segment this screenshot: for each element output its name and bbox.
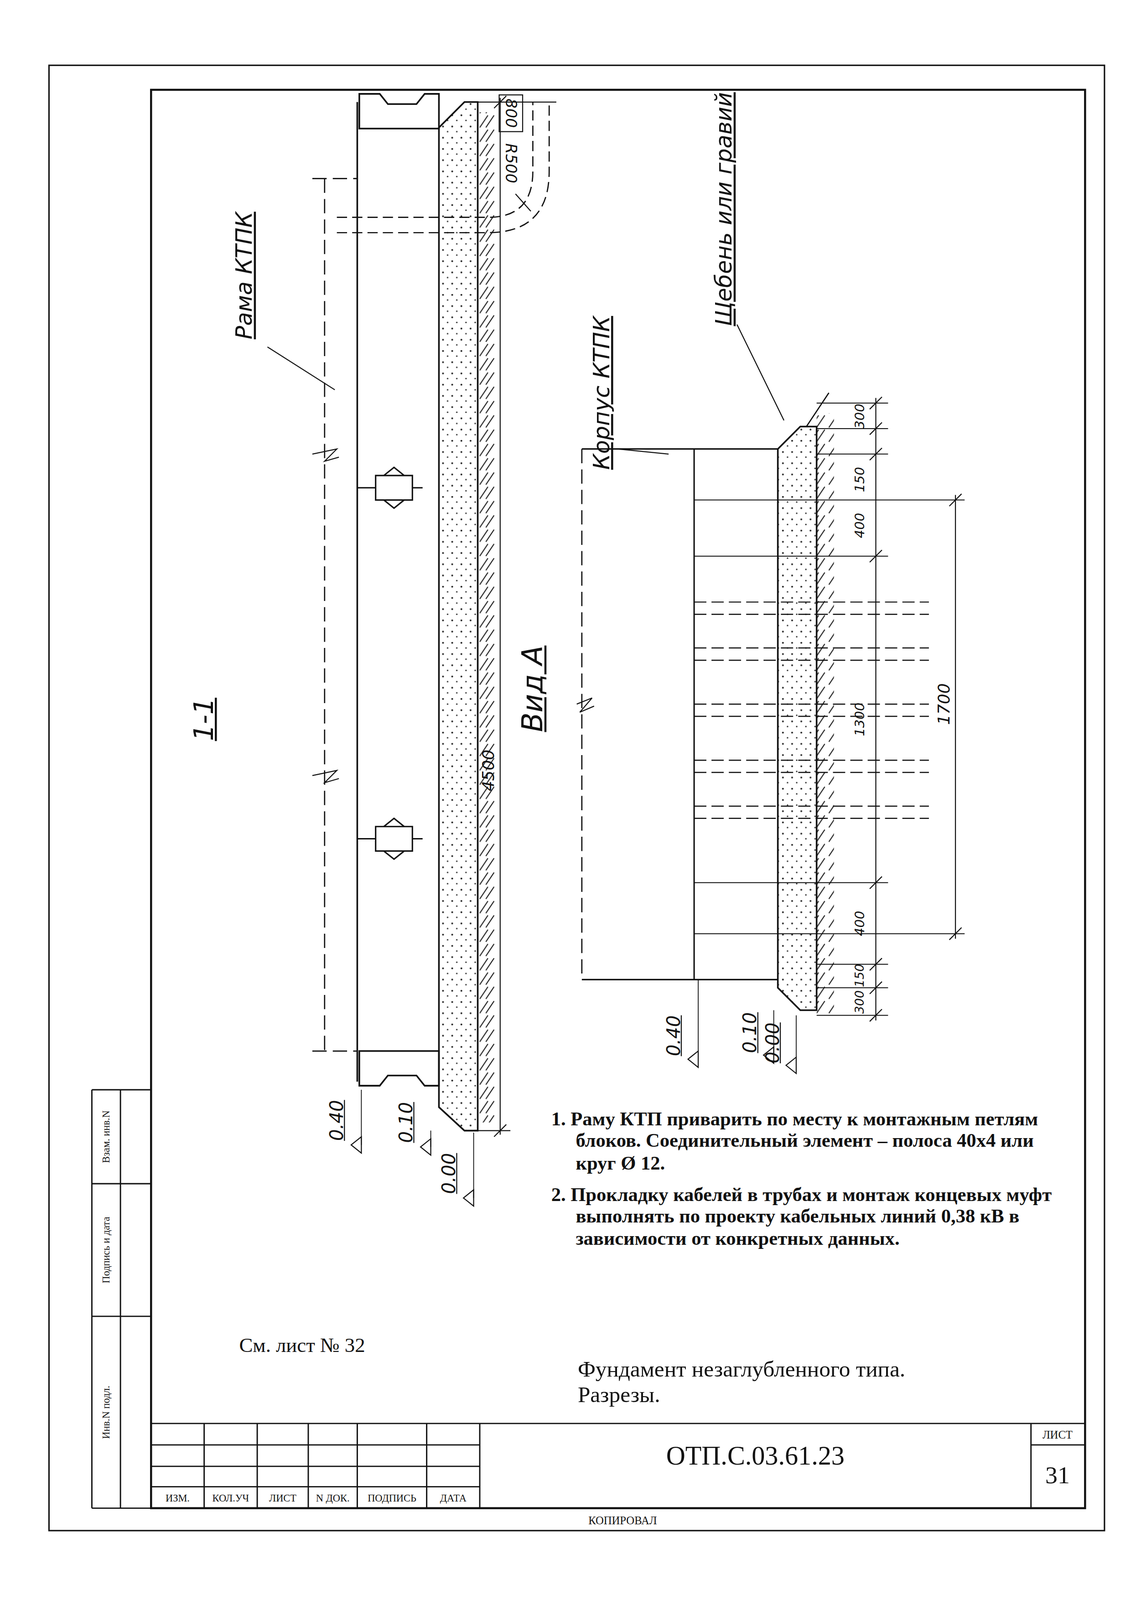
joint-symbol <box>357 818 423 860</box>
section-1-1 <box>267 93 556 1207</box>
drawing-title: Фундамент незаглубленного типа. Разрезы. <box>577 1357 935 1408</box>
dimension: 1300 <box>853 702 869 737</box>
ground-hatch <box>477 112 496 1123</box>
inner-frame <box>150 89 1085 1509</box>
leader-line <box>267 347 335 390</box>
dimension: 400 <box>853 911 869 937</box>
dimension: 300 <box>853 990 868 1014</box>
elevation-line <box>361 1089 474 1199</box>
sheet-header: ЛИСТ <box>1042 1428 1073 1442</box>
ground-hatch <box>816 413 835 1016</box>
section-title: 1-1 <box>189 697 219 742</box>
view-a <box>576 324 965 1074</box>
elevation: 0.40 <box>326 1099 348 1142</box>
sheet-frame <box>48 65 1105 1531</box>
sheet-number: 31 <box>1045 1462 1070 1490</box>
leader-line <box>515 193 531 212</box>
elevation: 0.00 <box>762 1022 784 1064</box>
stamp-field: Подпись и дата <box>100 1216 112 1284</box>
elevation-line <box>698 979 797 1066</box>
dimension-box <box>499 94 523 132</box>
dimension: 1700 <box>934 683 954 726</box>
part-name: Щебень или гравий <box>712 92 738 327</box>
frame-block <box>359 93 440 129</box>
note: 1. Раму КТП приварить по месту к монтажн… <box>551 1108 1070 1174</box>
frame-line <box>356 102 359 1082</box>
dimension: R500 <box>501 143 519 183</box>
dimension: 800 <box>501 98 519 128</box>
dimension: 400 <box>853 513 869 539</box>
dimension: 300 <box>853 403 869 430</box>
side-stamp-lines <box>91 1089 151 1509</box>
outer-frame <box>48 65 1105 1531</box>
dimension-chain <box>869 397 882 1023</box>
sheet-reference: См. лист № 32 <box>238 1333 365 1357</box>
elevation: 0.00 <box>438 1153 460 1195</box>
document-code: ОТП.С.03.61.23 <box>666 1441 845 1472</box>
stamp-field: Инв.N подл. <box>100 1385 112 1440</box>
break-line <box>312 449 339 784</box>
elevation: 0.10 <box>395 1102 417 1144</box>
dimension-line <box>493 95 507 1137</box>
frame-block <box>359 1051 440 1086</box>
table-header: КОЛ.УЧ <box>212 1492 250 1505</box>
dimension: 4500 <box>479 749 499 792</box>
cable-pipes <box>694 601 929 819</box>
table-header: ЛИСТ <box>269 1492 297 1505</box>
view-title: Вид А <box>516 645 549 733</box>
note: 2. Прокладку кабелей в трубах и монтаж к… <box>551 1183 1070 1250</box>
joint-symbol <box>357 467 423 509</box>
table-header: N ДОК. <box>316 1492 350 1505</box>
table-header: ИЗМ. <box>165 1492 190 1505</box>
break-line <box>576 698 595 713</box>
footer-note: КОПИРОВАЛ <box>588 1514 657 1528</box>
part-name: Рама КТПК <box>232 211 258 340</box>
title-block-lines <box>150 1423 1085 1509</box>
housing-outline <box>581 449 583 981</box>
leader-line <box>617 449 669 455</box>
table-header: ДАТА <box>440 1492 467 1505</box>
dimension: 150 <box>853 964 868 988</box>
elevation: 0.10 <box>740 1012 761 1054</box>
housing-outline <box>581 449 779 981</box>
concrete-slab <box>438 102 478 1131</box>
concrete-slab <box>778 426 817 1011</box>
leader-line <box>736 324 784 421</box>
extension-line <box>477 102 557 1131</box>
frame-rail <box>312 178 358 1052</box>
elevation-mark <box>351 1136 474 1207</box>
table-header: ПОДПИСЬ <box>367 1492 417 1505</box>
elevation: 0.40 <box>663 1015 685 1057</box>
dimension: 150 <box>853 466 869 493</box>
ground-line <box>806 393 829 427</box>
stamp-field: Взам. инв.N <box>100 1110 112 1163</box>
part-name: Корпус КТПК <box>589 316 615 470</box>
extension-lines <box>694 403 965 1016</box>
